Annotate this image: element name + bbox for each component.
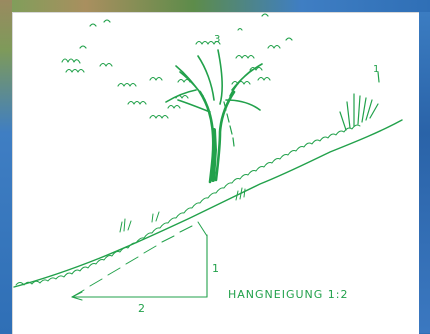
grass-scribble (15, 124, 361, 286)
tree-mark-label: 3 (214, 34, 220, 45)
slope-triangle-arrow (71, 291, 83, 301)
slope-ground-line (13, 119, 403, 288)
tree-dashed-branch (223, 101, 235, 147)
slope-triangle-hypotenuse (71, 221, 208, 298)
foliage-scribble (61, 13, 293, 119)
grass-mark-label: 1 (373, 64, 379, 75)
rise-label: 1 (212, 262, 219, 275)
tree-trunk (198, 90, 236, 184)
grass-tuft (119, 187, 246, 233)
grass-bush-right (339, 71, 380, 131)
tree-branches (165, 49, 263, 113)
run-label: 2 (138, 302, 145, 315)
photo-edge-top (0, 0, 430, 12)
tree-trunk-fill (211, 128, 217, 182)
slope-ratio-label: HANGNEIGUNG 1:2 (228, 288, 349, 301)
photo-edge-left (0, 0, 12, 333)
